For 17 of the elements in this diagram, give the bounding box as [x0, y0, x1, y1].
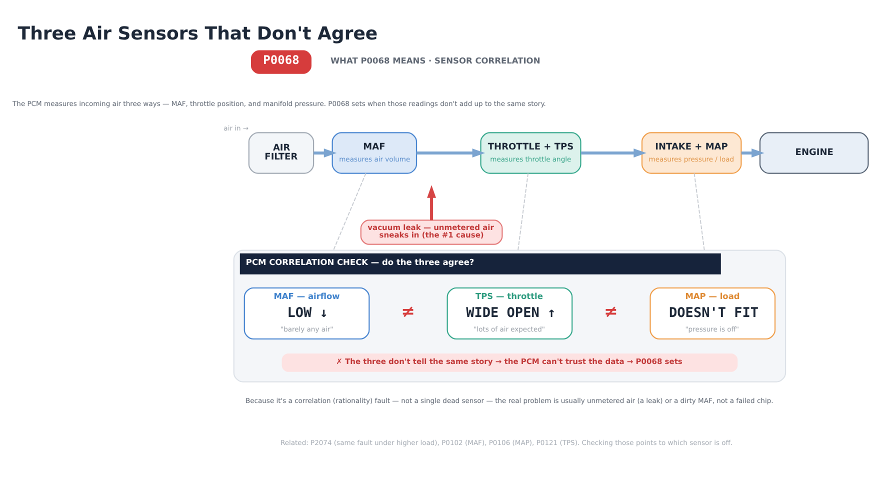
diagram-title: Three Air Sensors That Don't Agree — [18, 24, 378, 45]
label: WHAT P0068 MEANS · SENSOR CORRELATION — [330, 55, 540, 66]
arrow — [581, 148, 646, 158]
node-box: ENGINE — [759, 132, 869, 174]
arrow — [416, 148, 486, 158]
label: ≠ — [604, 302, 618, 321]
node-box: P0068 — [250, 50, 312, 74]
connector — [694, 172, 705, 251]
connector — [518, 172, 529, 251]
connector — [332, 172, 366, 251]
arrow — [427, 185, 436, 220]
node-box: ✗ The three don't tell the same story → the PCM can't trust the data → P0068 sets — [282, 353, 738, 372]
arrow — [741, 148, 764, 158]
node-box: AIR FILTER — [248, 132, 314, 174]
arrow — [314, 148, 337, 158]
node-box: vacuum leak — unmetered air sneaks in (the #1 cause) — [360, 220, 503, 245]
label: ≠ — [401, 302, 415, 321]
